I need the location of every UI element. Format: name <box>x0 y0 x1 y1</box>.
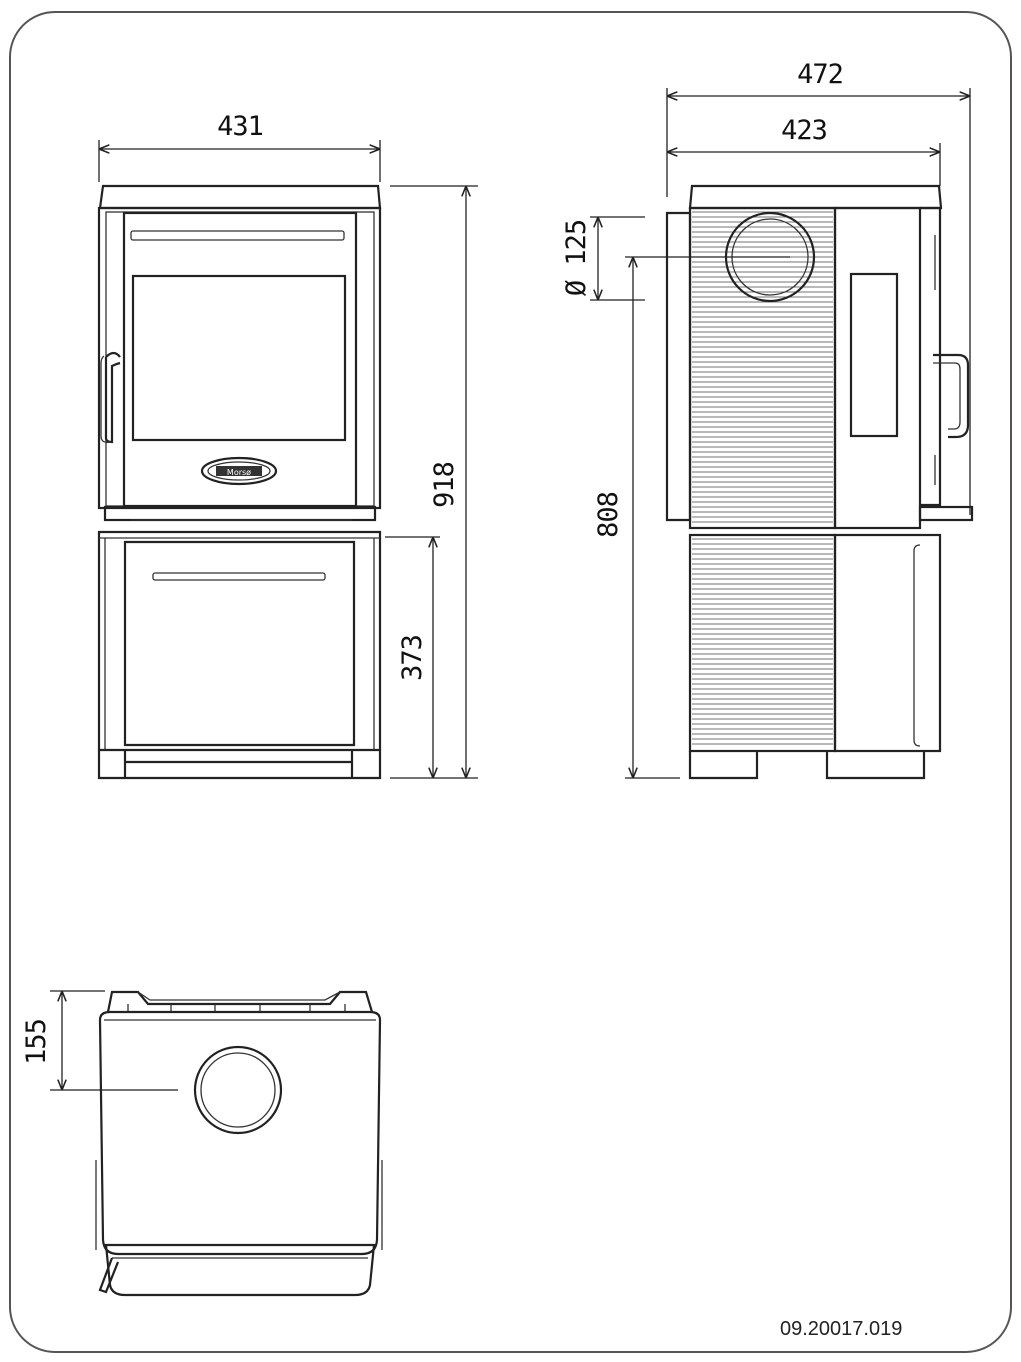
base-height-dimension: 373 <box>385 536 440 778</box>
top-view <box>95 990 383 1297</box>
drawing-frame <box>9 11 1012 1353</box>
top-flue-offset-label: 155 <box>21 1019 52 1065</box>
side-depth-body-dimension: 423 <box>667 115 941 186</box>
logo-text: Morsø <box>227 468 251 477</box>
flue-height-label: 808 <box>593 492 624 538</box>
side-depth-total-dimension: 472 <box>666 59 971 515</box>
total-height-dimension: 918 <box>390 185 478 779</box>
flue-diameter-label: Ø 125 <box>561 220 592 296</box>
front-width-label: 431 <box>217 111 263 142</box>
side-depth-body-label: 423 <box>781 115 827 146</box>
side-depth-total-label: 472 <box>797 59 843 90</box>
top-flue-offset-dimension: 155 <box>21 990 178 1091</box>
side-view <box>665 184 974 780</box>
flue-diameter-dimension: Ø 125 <box>561 216 645 301</box>
drawing-reference-number: 09.20017.019 <box>780 1318 903 1340</box>
side-ribs-lower <box>692 538 833 745</box>
front-view: Morsø <box>97 184 382 780</box>
base-height-label: 373 <box>397 635 428 681</box>
total-height-label: 918 <box>429 462 460 508</box>
side-ribs <box>692 211 833 523</box>
front-width-dimension: 431 <box>98 111 381 182</box>
flue-height-dimension: 808 <box>593 256 790 779</box>
